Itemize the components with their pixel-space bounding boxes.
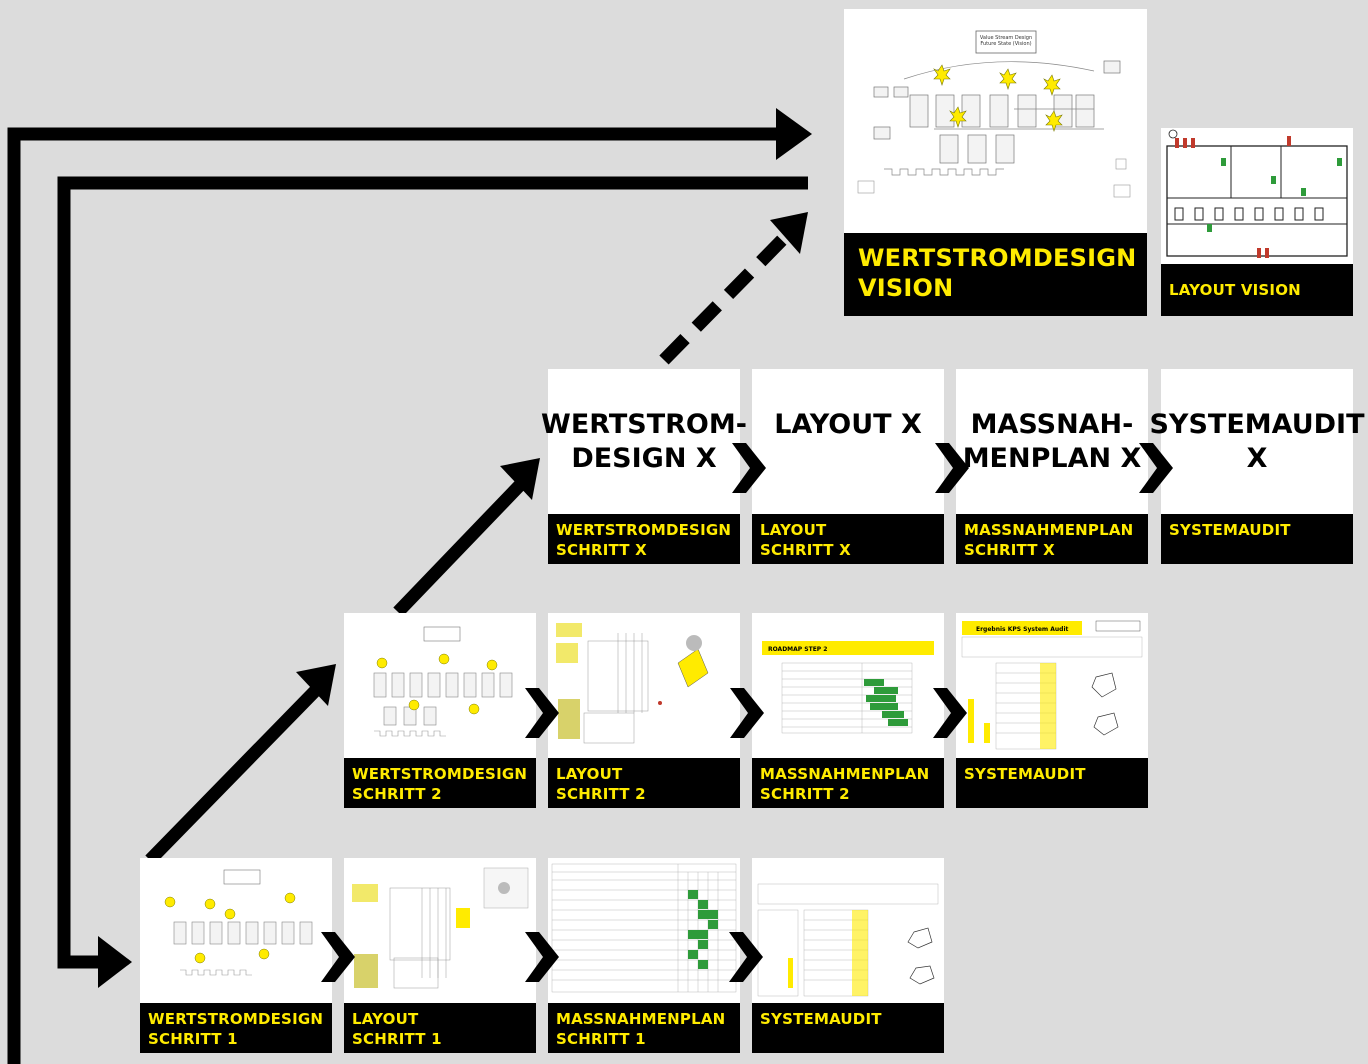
card-systemaudit-x[interactable]: SYSTEMAUDIT X SYSTEMAUDIT bbox=[1149, 369, 1365, 564]
audit-step2-thumbnail: Ergebnis KPS System Audit bbox=[956, 613, 1148, 758]
chevron-right-icon bbox=[525, 932, 559, 982]
roadmap-step2-thumbnail: ROADMAP STEP 2 bbox=[752, 613, 944, 758]
caption-layout-x: LAYOUT SCHRITT X bbox=[752, 514, 944, 564]
feedback-arrow-inner-head bbox=[98, 936, 132, 988]
layout-sketch bbox=[1166, 129, 1348, 258]
audit-thumb-title: Ergebnis KPS System Audit bbox=[976, 626, 1069, 633]
big-label-layout-x: LAYOUT X bbox=[774, 409, 922, 440]
progress-arrow-1-2 bbox=[145, 685, 321, 865]
card-wertstromdesign-2[interactable]: WERTSTROMDESIGN SCHRITT 2 bbox=[344, 613, 536, 808]
value-stream-step1-thumbnail bbox=[140, 858, 332, 1003]
caption-massnahmenplan-2: MASSNAHMENPLAN SCHRITT 2 bbox=[752, 758, 944, 808]
big-label-systemaudit-x: SYSTEMAUDIT X bbox=[1149, 408, 1365, 474]
vsm-sketch-1 bbox=[164, 869, 313, 976]
audit-sheet-2: Ergebnis KPS System Audit bbox=[961, 620, 1143, 750]
vsm-sketch-2 bbox=[373, 626, 513, 737]
roadmap-table-1 bbox=[551, 863, 737, 993]
layout-vision-sketch-thumbnail bbox=[1161, 128, 1353, 264]
chevron-right-icon bbox=[729, 932, 763, 982]
chevron-right-icon bbox=[935, 443, 969, 493]
caption-layout-2: LAYOUT SCHRITT 2 bbox=[548, 758, 740, 808]
roadmap-thumb-title: ROADMAP STEP 2 bbox=[768, 646, 827, 653]
layout-plan-2 bbox=[556, 623, 709, 744]
caption-wertstromdesign-vision: WERTSTROMDESIGN VISION bbox=[844, 233, 1147, 316]
chevron-right-icon bbox=[1139, 443, 1173, 493]
chevron-right-icon bbox=[321, 932, 355, 982]
feedback-arrow-outer bbox=[7, 127, 780, 1064]
caption-wertstromdesign-2: WERTSTROMDESIGN SCHRITT 2 bbox=[344, 758, 536, 808]
progress-arrow-x-vision bbox=[659, 231, 791, 365]
layout-plan-1 bbox=[352, 867, 529, 989]
caption-layout-1: LAYOUT SCHRITT 1 bbox=[344, 1003, 536, 1053]
chevron-right-icon bbox=[933, 688, 967, 738]
card-massnahmenplan-x[interactable]: MASSNAH- MENPLAN X MASSNAHMENPLAN SCHRIT… bbox=[956, 369, 1148, 564]
card-systemaudit-1[interactable]: SYSTEMAUDIT bbox=[752, 858, 944, 1053]
card-massnahmenplan-1[interactable]: MASSNAHMENPLAN SCHRITT 1 bbox=[548, 858, 740, 1053]
value-stream-step2-thumbnail bbox=[344, 613, 536, 758]
caption-wertstromdesign-1: WERTSTROMDESIGN SCHRITT 1 bbox=[140, 1003, 332, 1053]
card-wertstromdesign-x[interactable]: WERTSTROM- DESIGN X WERTSTROMDESIGN SCHR… bbox=[541, 369, 747, 564]
roadmap-table-2: ROADMAP STEP 2 bbox=[762, 641, 934, 734]
caption-massnahmenplan-1: MASSNAHMENPLAN SCHRITT 1 bbox=[548, 1003, 740, 1053]
chevron-right-icon bbox=[525, 688, 559, 738]
roadmap-step1-thumbnail bbox=[548, 858, 740, 1003]
card-layout-vision[interactable]: LAYOUT VISION bbox=[1161, 128, 1353, 316]
big-label-massnahmenplan-x: MASSNAH- MENPLAN X bbox=[962, 408, 1142, 474]
feedback-arrow-inner bbox=[57, 176, 808, 969]
layout-step1-thumbnail bbox=[344, 858, 536, 1003]
card-massnahmenplan-2[interactable]: ROADMAP STEP 2 MASSNAHMENPLAN SCHRITT 2 bbox=[752, 613, 944, 808]
caption-layout-vision: LAYOUT VISION bbox=[1161, 264, 1353, 316]
card-layout-1[interactable]: LAYOUT SCHRITT 1 bbox=[344, 858, 536, 1053]
caption-massnahmenplan-x: MASSNAHMENPLAN SCHRITT X bbox=[956, 514, 1148, 564]
layout-step2-thumbnail bbox=[548, 613, 740, 758]
card-layout-2[interactable]: LAYOUT SCHRITT 2 bbox=[548, 613, 740, 808]
big-label-wertstromdesign-x: WERTSTROM- DESIGN X bbox=[541, 408, 747, 474]
progress-arrow-x-vision-head bbox=[770, 212, 808, 254]
progress-arrow-2-x-head bbox=[500, 458, 540, 500]
progress-arrow-2-x bbox=[393, 480, 525, 617]
card-layout-x[interactable]: LAYOUT X LAYOUT SCHRITT X bbox=[752, 369, 944, 564]
caption-systemaudit-2: SYSTEMAUDIT bbox=[956, 758, 1148, 808]
feedback-arrow-outer-head bbox=[776, 108, 812, 160]
audit-step1-thumbnail bbox=[752, 858, 944, 1003]
card-systemaudit-2[interactable]: Ergebnis KPS System Audit SYSTEMAUDIT bbox=[956, 613, 1148, 808]
chevron-right-icon bbox=[730, 688, 764, 738]
progress-arrow-1-2-head bbox=[296, 664, 336, 706]
caption-wertstromdesign-x: WERTSTROMDESIGN SCHRITT X bbox=[548, 514, 740, 564]
caption-systemaudit-1: SYSTEMAUDIT bbox=[752, 1003, 944, 1053]
audit-sheet-1 bbox=[757, 883, 939, 997]
card-wertstromdesign-1[interactable]: WERTSTROMDESIGN SCHRITT 1 bbox=[140, 858, 332, 1053]
caption-systemaudit-x: SYSTEMAUDIT bbox=[1161, 514, 1353, 564]
chevron-right-icon bbox=[732, 443, 766, 493]
